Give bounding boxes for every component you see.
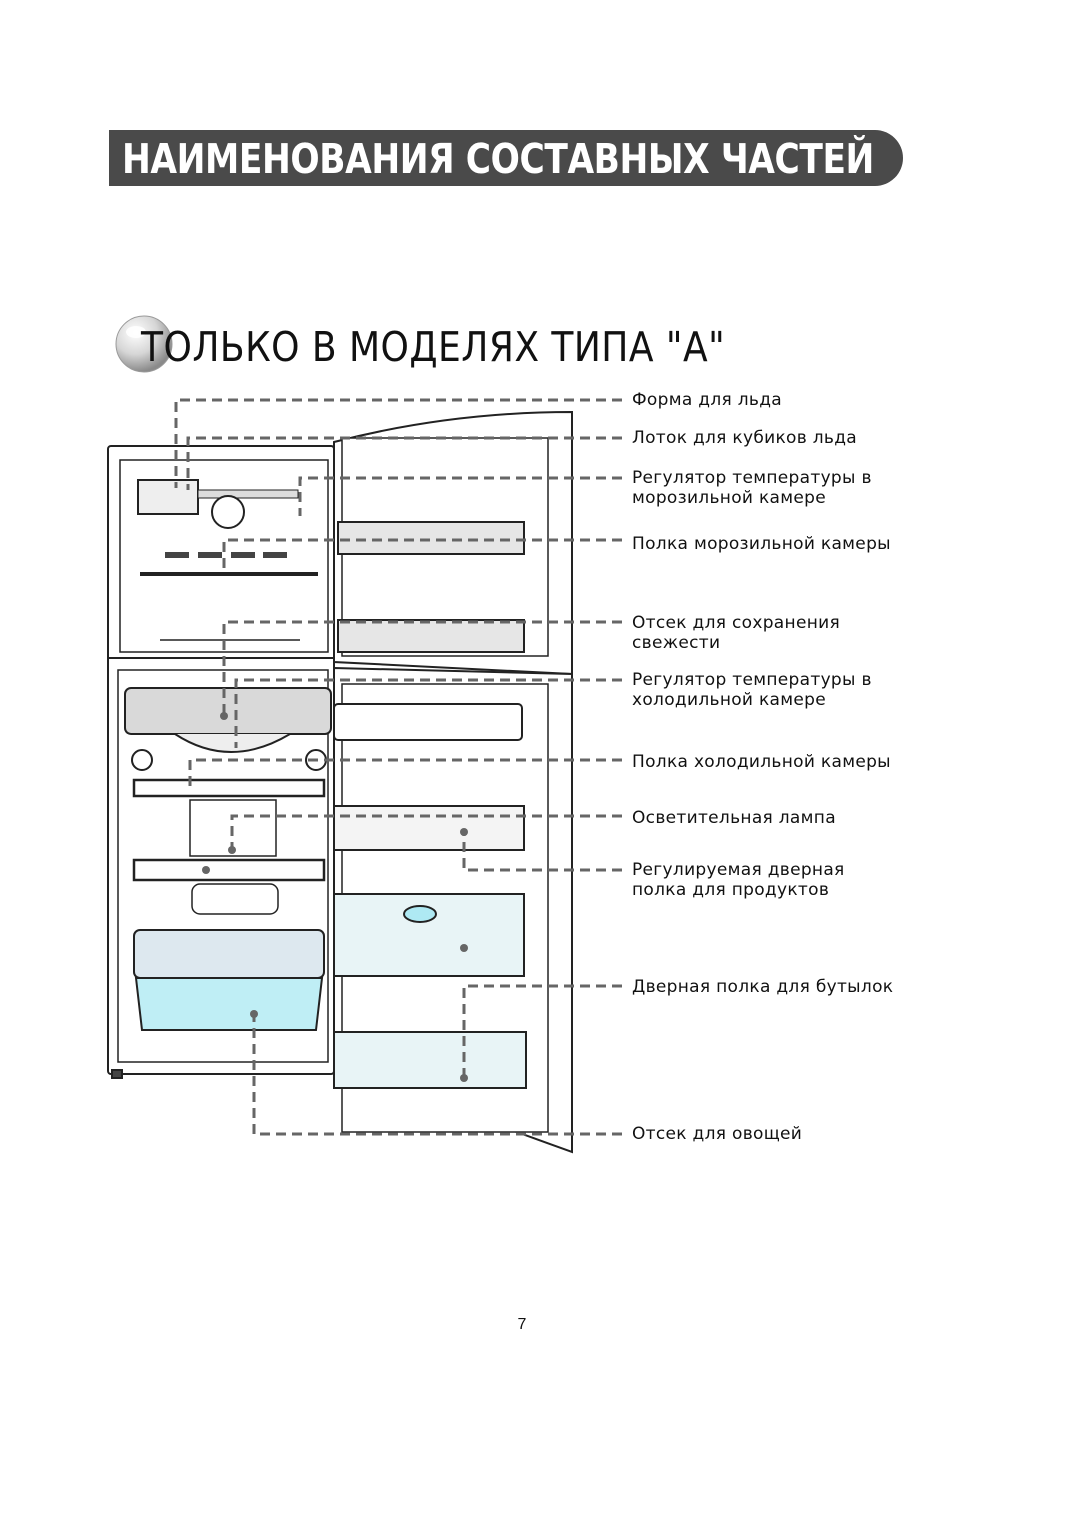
bubble-icon bbox=[115, 315, 173, 373]
label-fridge-shelf: Полка холодильной камеры bbox=[632, 752, 891, 772]
label-fridge-temp-control: Регулятор температуры в холодильной каме… bbox=[632, 670, 872, 710]
label-bottle-shelf: Дверная полка для бутылок bbox=[632, 977, 894, 997]
label-vegetable-drawer: Отсек для овощей bbox=[632, 1124, 803, 1144]
label-freezer-temp-control: Регулятор температуры в морозильной каме… bbox=[632, 468, 872, 508]
header-bar bbox=[109, 130, 903, 186]
label-fresh-compartment: Отсек для сохранения свежести bbox=[632, 613, 840, 653]
label-lamp: Осветительная лампа bbox=[632, 808, 836, 828]
label-ice-tray: Форма для льда bbox=[632, 390, 782, 410]
label-adjustable-door-shelf: Регулируемая дверная полка для продуктов bbox=[632, 860, 845, 900]
page-title: НАИМЕНОВАНИЯ СОСТАВНЫХ ЧАСТЕЙ bbox=[122, 135, 874, 183]
label-freezer-shelf: Полка морозильной камеры bbox=[632, 534, 891, 554]
label-ice-cube-bin: Лоток для кубиков льда bbox=[632, 428, 858, 448]
section-title: ТОЛЬКО В МОДЕЛЯХ ТИПА "А" bbox=[141, 323, 726, 371]
page-number: 7 bbox=[517, 1316, 527, 1333]
